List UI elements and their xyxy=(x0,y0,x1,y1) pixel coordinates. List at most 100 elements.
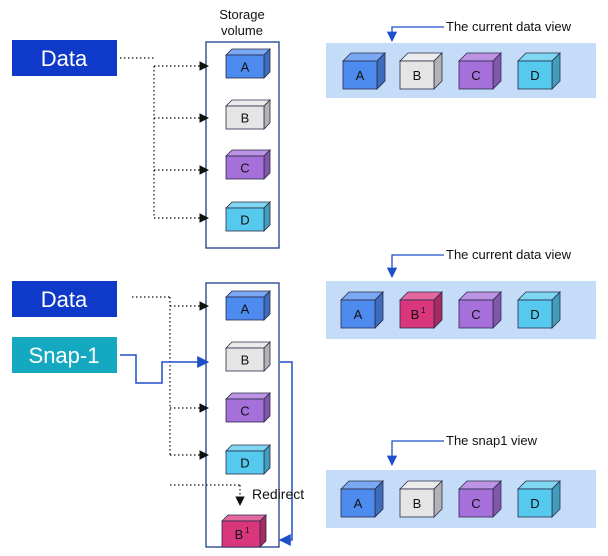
cube-letter: B xyxy=(413,68,422,83)
snap-view-cube-d: D xyxy=(517,480,561,518)
cube-front-face xyxy=(225,450,265,475)
cube-superscript: 1 xyxy=(421,306,426,315)
data-label-box xyxy=(12,40,117,76)
bottom-data-label: Data xyxy=(41,287,88,312)
volume-title-line2: volume xyxy=(221,23,263,38)
cube-front-face xyxy=(225,398,265,423)
cube-letter: B xyxy=(241,353,250,368)
cube-letter: C xyxy=(471,68,480,83)
top-section: Storage volume Data A B C D The current dat… xyxy=(12,7,596,249)
bottom-volume-cube-b: B xyxy=(225,341,271,372)
cube-front-face xyxy=(225,347,265,372)
top-volume-cubes: A B C D xyxy=(225,48,271,232)
bottom-data-label-box xyxy=(12,281,117,317)
cube-letter: B xyxy=(411,307,420,322)
snap-connectors xyxy=(120,354,293,546)
cube-front-face xyxy=(399,488,435,518)
cube-front-face xyxy=(225,207,265,232)
cube-top-face xyxy=(225,149,271,157)
volume-title-line1: Storage xyxy=(219,7,265,22)
top-connectors xyxy=(120,57,209,223)
data-label: Data xyxy=(41,46,88,71)
snap-label-box xyxy=(12,337,117,373)
cube-letter: D xyxy=(240,456,249,471)
cube-top-face xyxy=(221,514,267,522)
cube-top-face xyxy=(225,341,271,349)
current-view-cube-a: A xyxy=(340,291,384,329)
cube-letter: A xyxy=(241,302,250,317)
bottom-volume-cubes: A B C D xyxy=(225,290,271,475)
snap-view-cube-b: B xyxy=(399,480,443,518)
current-view-cube-c: C xyxy=(458,291,502,329)
view-cube-a: A xyxy=(342,52,386,90)
cube-superscript: 1 xyxy=(245,526,250,535)
cube-top-face xyxy=(225,392,271,400)
current-view-cube-d: D xyxy=(517,291,561,329)
cube-front-face xyxy=(342,60,378,90)
volume-cube-c: C xyxy=(225,149,271,180)
cube-front-face xyxy=(340,299,376,329)
cube-top-face xyxy=(225,99,271,107)
snap-view-cube-c: C xyxy=(458,480,502,518)
cube-front-face xyxy=(517,60,553,90)
bottom-data-connectors xyxy=(132,296,245,506)
cube-letter: A xyxy=(354,307,363,322)
snap-label: Snap-1 xyxy=(29,343,100,368)
cube-letter: C xyxy=(471,307,480,322)
top-view-pointer xyxy=(386,26,444,43)
cube-top-face xyxy=(225,48,271,56)
cube-front-face xyxy=(225,155,265,180)
volume-cube-b: B xyxy=(225,99,271,130)
cube-letter: D xyxy=(240,213,249,228)
cube-front-face xyxy=(458,60,494,90)
cube-letter: C xyxy=(240,404,249,419)
top-view-label: The current data view xyxy=(446,19,572,34)
cube-letter: A xyxy=(354,496,363,511)
cube-front-face xyxy=(340,488,376,518)
bottom-volume-cube-a: A xyxy=(225,290,271,321)
cube-front-face xyxy=(458,299,494,329)
view-cube-b: B xyxy=(399,52,443,90)
top-view-cubes: A B C D xyxy=(342,52,561,90)
cube-front-face xyxy=(221,520,261,548)
cube-front-face xyxy=(517,488,553,518)
snap-view-pointer xyxy=(386,440,444,467)
cube-front-face xyxy=(399,299,435,329)
cube-letter: B xyxy=(241,111,250,126)
cube-front-face xyxy=(225,54,265,79)
cube-front-face xyxy=(225,105,265,130)
cube-letter: B xyxy=(235,527,244,542)
cube-letter: A xyxy=(241,60,250,75)
view-cube-d: D xyxy=(517,52,561,90)
view-cube-c: C xyxy=(458,52,502,90)
bottom-volume-cube-c: C xyxy=(225,392,271,423)
cube-top-face xyxy=(225,201,271,209)
cube-front-face xyxy=(399,60,435,90)
cube-front-face xyxy=(517,299,553,329)
cube-letter: D xyxy=(530,307,539,322)
cube-letter: A xyxy=(356,68,365,83)
current-view-label: The current data view xyxy=(446,247,572,262)
cube-letter: D xyxy=(530,68,539,83)
snap-view-cube-a: A xyxy=(340,480,384,518)
cube-letter: B xyxy=(413,496,422,511)
cube-front-face xyxy=(458,488,494,518)
cube-top-face xyxy=(225,444,271,452)
cube-front-face xyxy=(225,296,265,321)
cube-top-face xyxy=(225,290,271,298)
storage-volume-box xyxy=(205,41,280,249)
cube-letter: C xyxy=(240,161,249,176)
cube-side-face xyxy=(259,514,267,548)
snap-view-cubes: A B C D xyxy=(340,480,561,518)
snap-view-label: The snap1 view xyxy=(446,433,538,448)
cube-letter: D xyxy=(530,496,539,511)
volume-cube-d: D xyxy=(225,201,271,232)
current-view-pointer xyxy=(386,254,444,279)
cube-letter: C xyxy=(471,496,480,511)
redirect-label: Redirect xyxy=(252,486,304,502)
